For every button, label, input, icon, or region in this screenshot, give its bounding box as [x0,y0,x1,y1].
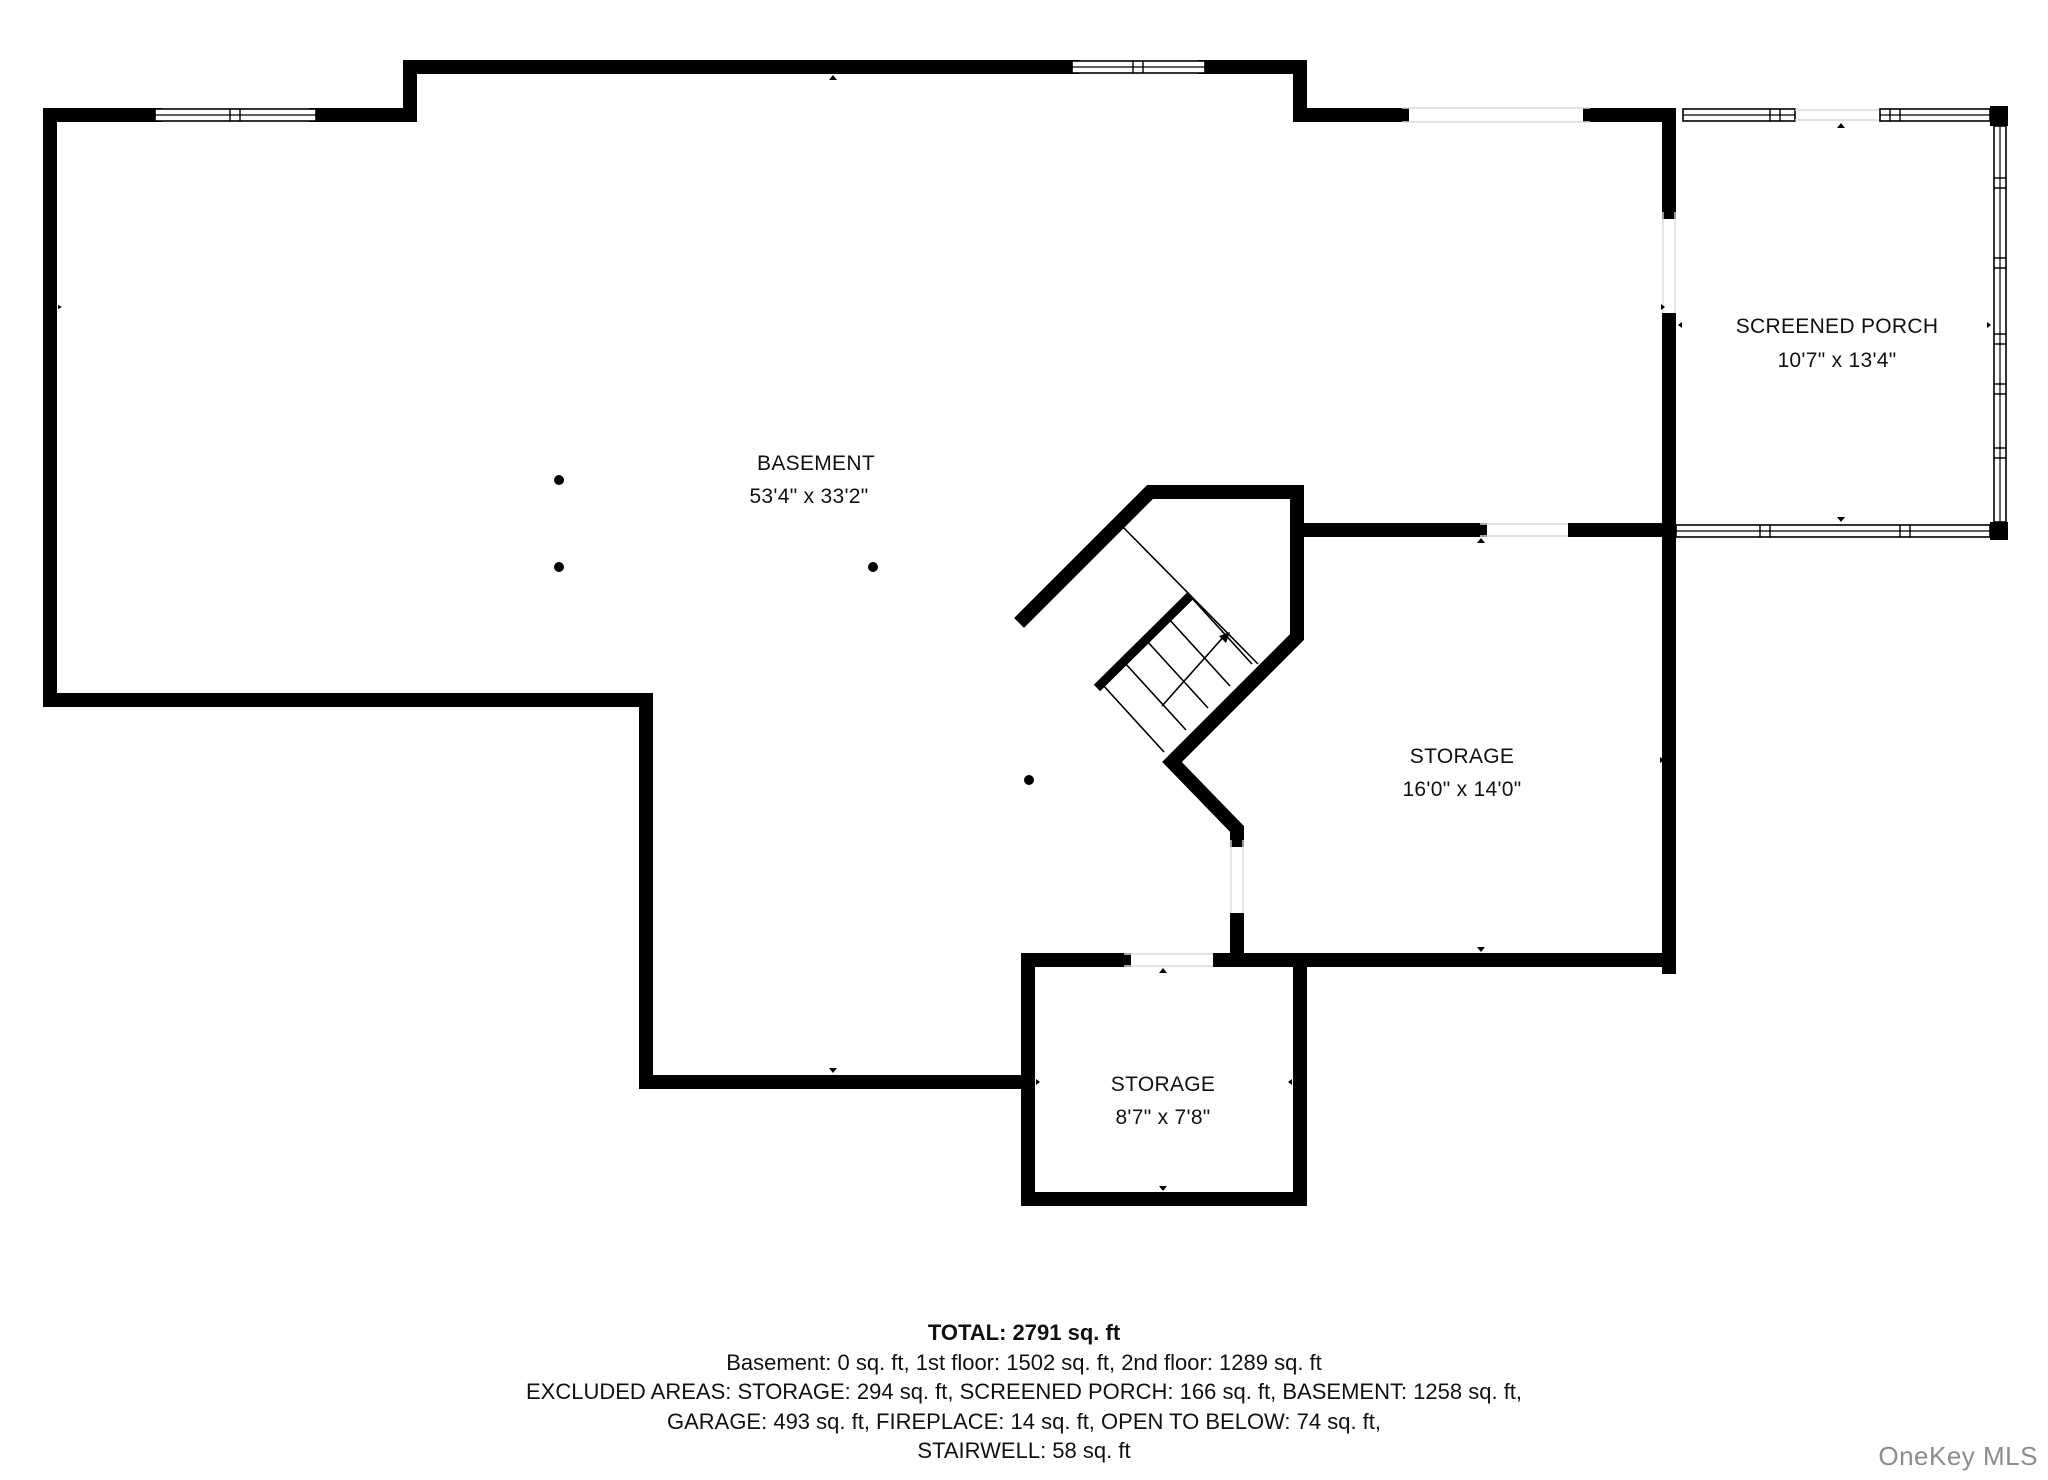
window-basement-top [1071,60,1206,74]
dimension-marker-icon [1477,538,1485,543]
room-name: BASEMENT [757,452,875,475]
total-area: TOTAL: 2791 sq. ft [927,1320,1121,1345]
dimension-marker-icon [1987,322,1991,328]
dimension-marker-icon [1159,1186,1167,1191]
room-dimensions: 8'7" x 7'8" [1115,1106,1210,1129]
room-name: SCREENED PORCH [1736,315,1939,338]
dimension-marker-icon [829,1068,837,1073]
room-label-screened-porch: SCREENED PORCH 10'7" x 13'4" [1736,315,1939,372]
post-icon [868,562,878,572]
area-summary: TOTAL: 2791 sq. ft Basement: 0 sq. ft, 1… [0,1318,2048,1466]
dimension-marker-icon [1661,304,1665,310]
post-icon [1024,775,1034,785]
storage-small-walls [1021,953,1307,1206]
floor-breakdown: Basement: 0 sq. ft, 1st floor: 1502 sq. … [726,1349,1322,1375]
room-label-storage-small: STORAGE 8'7" x 7'8" [1111,1073,1215,1129]
support-posts [554,475,1034,785]
post-icon [554,562,564,572]
dimension-marker-icon [1837,517,1845,522]
screened-porch-walls [1675,106,2008,540]
room-dimensions: 53'4" x 33'2" [749,485,868,508]
dimension-marker-icon [58,305,62,309]
room-name: STORAGE [1111,1073,1215,1096]
storage-large-walls [1230,523,1669,967]
stair-direction-arrow-icon [1219,632,1230,643]
dimension-marker-icon [1159,968,1167,973]
dimension-marker-icon [1288,1079,1292,1085]
excluded-areas-line-1: EXCLUDED AREAS: STORAGE: 294 sq. ft, SCR… [525,1379,1523,1404]
excluded-areas-line-3: STAIRWELL: 58 sq. ft [917,1438,1131,1463]
stairwell [1014,485,1304,847]
dimension-markers [58,75,1991,1191]
dimension-marker-icon [1477,947,1485,952]
dimension-marker-icon [1678,322,1682,328]
room-name: STORAGE [1410,745,1514,768]
dimension-marker-icon [829,75,837,80]
room-dimensions: 10'7" x 13'4" [1777,349,1896,372]
room-dimensions: 16'0" x 14'0" [1402,778,1521,801]
dimension-marker-icon [1036,1079,1040,1085]
windows [154,60,1206,122]
watermark: OneKey MLS [1878,1441,2038,1471]
dimension-marker-icon [1660,757,1664,763]
dimension-marker-icon [1837,123,1845,128]
room-label-basement: BASEMENT 53'4" x 33'2" [749,452,875,508]
excluded-areas-line-2: GARAGE: 493 sq. ft, FIREPLACE: 14 sq. ft… [666,1408,1382,1434]
post-icon [554,475,564,485]
window-basement-left [154,108,317,122]
basement-walls [43,60,1676,1089]
room-label-storage-large: STORAGE 16'0" x 14'0" [1402,745,1521,801]
door-openings [1402,107,1676,320]
